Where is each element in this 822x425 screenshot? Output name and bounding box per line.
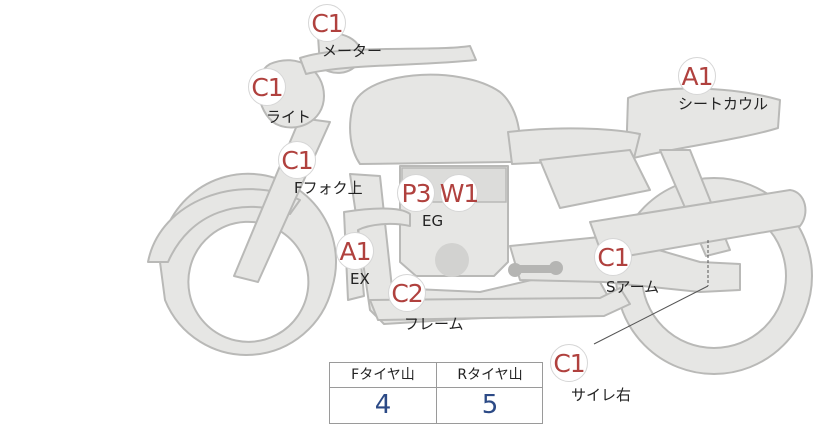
engine-p-grade-badge: P3 xyxy=(397,174,435,212)
exhaust-label: EX xyxy=(350,270,370,288)
engine-label: EG xyxy=(422,212,444,230)
swingarm-label: Sアーム xyxy=(606,278,660,296)
frame-lower xyxy=(349,173,611,325)
swingarm-grade-badge: C1 xyxy=(594,238,632,276)
seat-cowl xyxy=(625,87,781,161)
front-tire-header: Fタイヤ山 xyxy=(351,367,415,383)
rear-tire-header: Rタイヤ山 xyxy=(457,367,523,383)
frame-grade-badge: C2 xyxy=(388,274,426,312)
engine-w-grade-badge: W1 xyxy=(440,174,479,212)
exhaust-grade-badge: A1 xyxy=(336,232,374,270)
meter-grade-badge: C1 xyxy=(308,4,346,42)
silencer-right-grade-badge: C1 xyxy=(550,344,588,382)
silencer-right-label: サイレ右 xyxy=(571,386,632,404)
tire-tread-table: Fタイヤ山 Rタイヤ山 4 5 xyxy=(329,362,543,424)
side-cover xyxy=(539,149,651,209)
front-tire-value: 4 xyxy=(374,390,392,420)
seat-cowl-grade-badge: A1 xyxy=(678,57,716,95)
fuel-tank xyxy=(349,73,521,165)
exhaust-pipe xyxy=(343,207,411,301)
rear-tire-value: 5 xyxy=(481,390,499,420)
handlebar xyxy=(299,45,477,75)
fork-label: Fフォク上 xyxy=(294,179,363,197)
exhaust-rear xyxy=(369,287,631,321)
light-grade-badge: C1 xyxy=(248,68,286,106)
muffler xyxy=(589,189,807,261)
meter-label: メーター xyxy=(322,42,383,60)
seat-cowl-label: シートカウル xyxy=(678,95,769,113)
table-divider-vertical xyxy=(436,363,437,423)
fork-grade-badge: C1 xyxy=(278,141,316,179)
frame-label: フレーム xyxy=(404,315,464,333)
light-label: ライト xyxy=(266,108,312,126)
